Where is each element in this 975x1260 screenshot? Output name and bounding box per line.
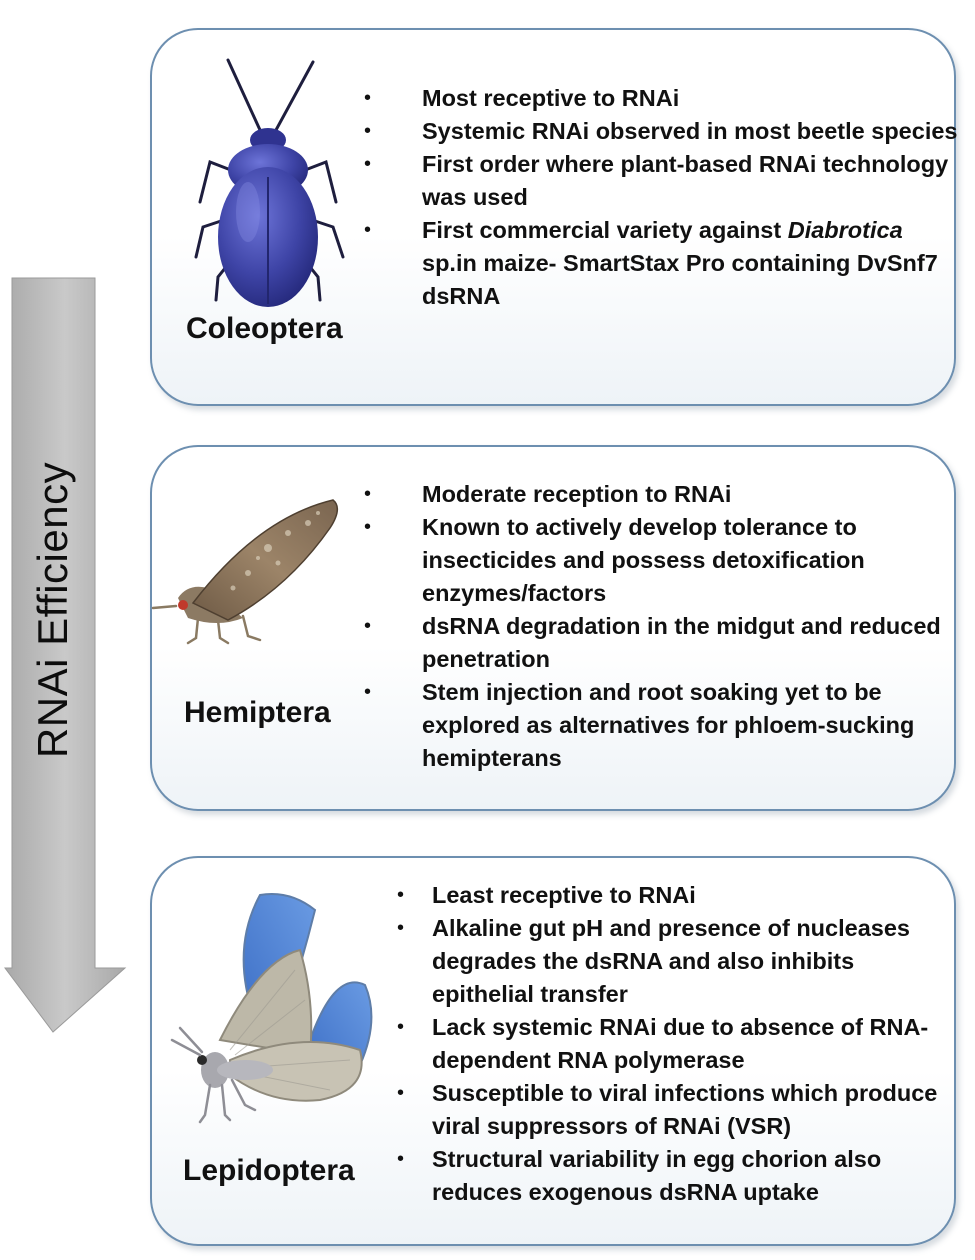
order-name-lepidoptera: Lepidoptera: [183, 1154, 355, 1187]
bullet-list-coleoptera: Most receptive to RNAi Systemic RNAi obs…: [364, 82, 962, 313]
bullet-item: Structural variability in egg chorion al…: [397, 1143, 952, 1209]
bullet-text: First commercial variety against: [422, 217, 788, 243]
efficiency-arrow: [4, 277, 127, 1033]
bullet-item: First commercial variety against Diabrot…: [364, 214, 962, 313]
species-name: Diabrotica: [787, 217, 903, 243]
bullet-text: sp.in maize- SmartStax Pro containing Dv…: [422, 250, 938, 309]
arrow-shape: [4, 277, 127, 1033]
butterfly-icon: [170, 893, 373, 1124]
bullet-item: Most receptive to RNAi: [364, 82, 962, 115]
bullet-item: Least receptive to RNAi: [397, 879, 952, 912]
bullet-item: Susceptible to viral infections which pr…: [397, 1077, 952, 1143]
bullet-item: First order where plant-based RNAi techn…: [364, 148, 962, 214]
order-name-hemiptera: Hemiptera: [184, 696, 331, 729]
bullet-item: Moderate reception to RNAi: [364, 478, 962, 511]
bullet-item: Known to actively develop tolerance to i…: [364, 511, 962, 610]
bullet-item: Stem injection and root soaking yet to b…: [364, 676, 962, 775]
bullet-list-lepidoptera: Least receptive to RNAi Alkaline gut pH …: [397, 879, 952, 1209]
bullet-item: Systemic RNAi observed in most beetle sp…: [364, 115, 962, 148]
planthopper-icon: [151, 499, 339, 645]
order-name-coleoptera: Coleoptera: [186, 312, 343, 345]
bullet-item: Alkaline gut pH and presence of nuclease…: [397, 912, 952, 1011]
arrow-label: RNAi Efficiency: [29, 461, 76, 759]
bullet-list-hemiptera: Moderate reception to RNAi Known to acti…: [364, 478, 962, 775]
bullet-item: Lack systemic RNAi due to absence of RNA…: [397, 1011, 952, 1077]
beetle-icon: [194, 58, 345, 307]
bullet-item: dsRNA degradation in the midgut and redu…: [364, 610, 962, 676]
